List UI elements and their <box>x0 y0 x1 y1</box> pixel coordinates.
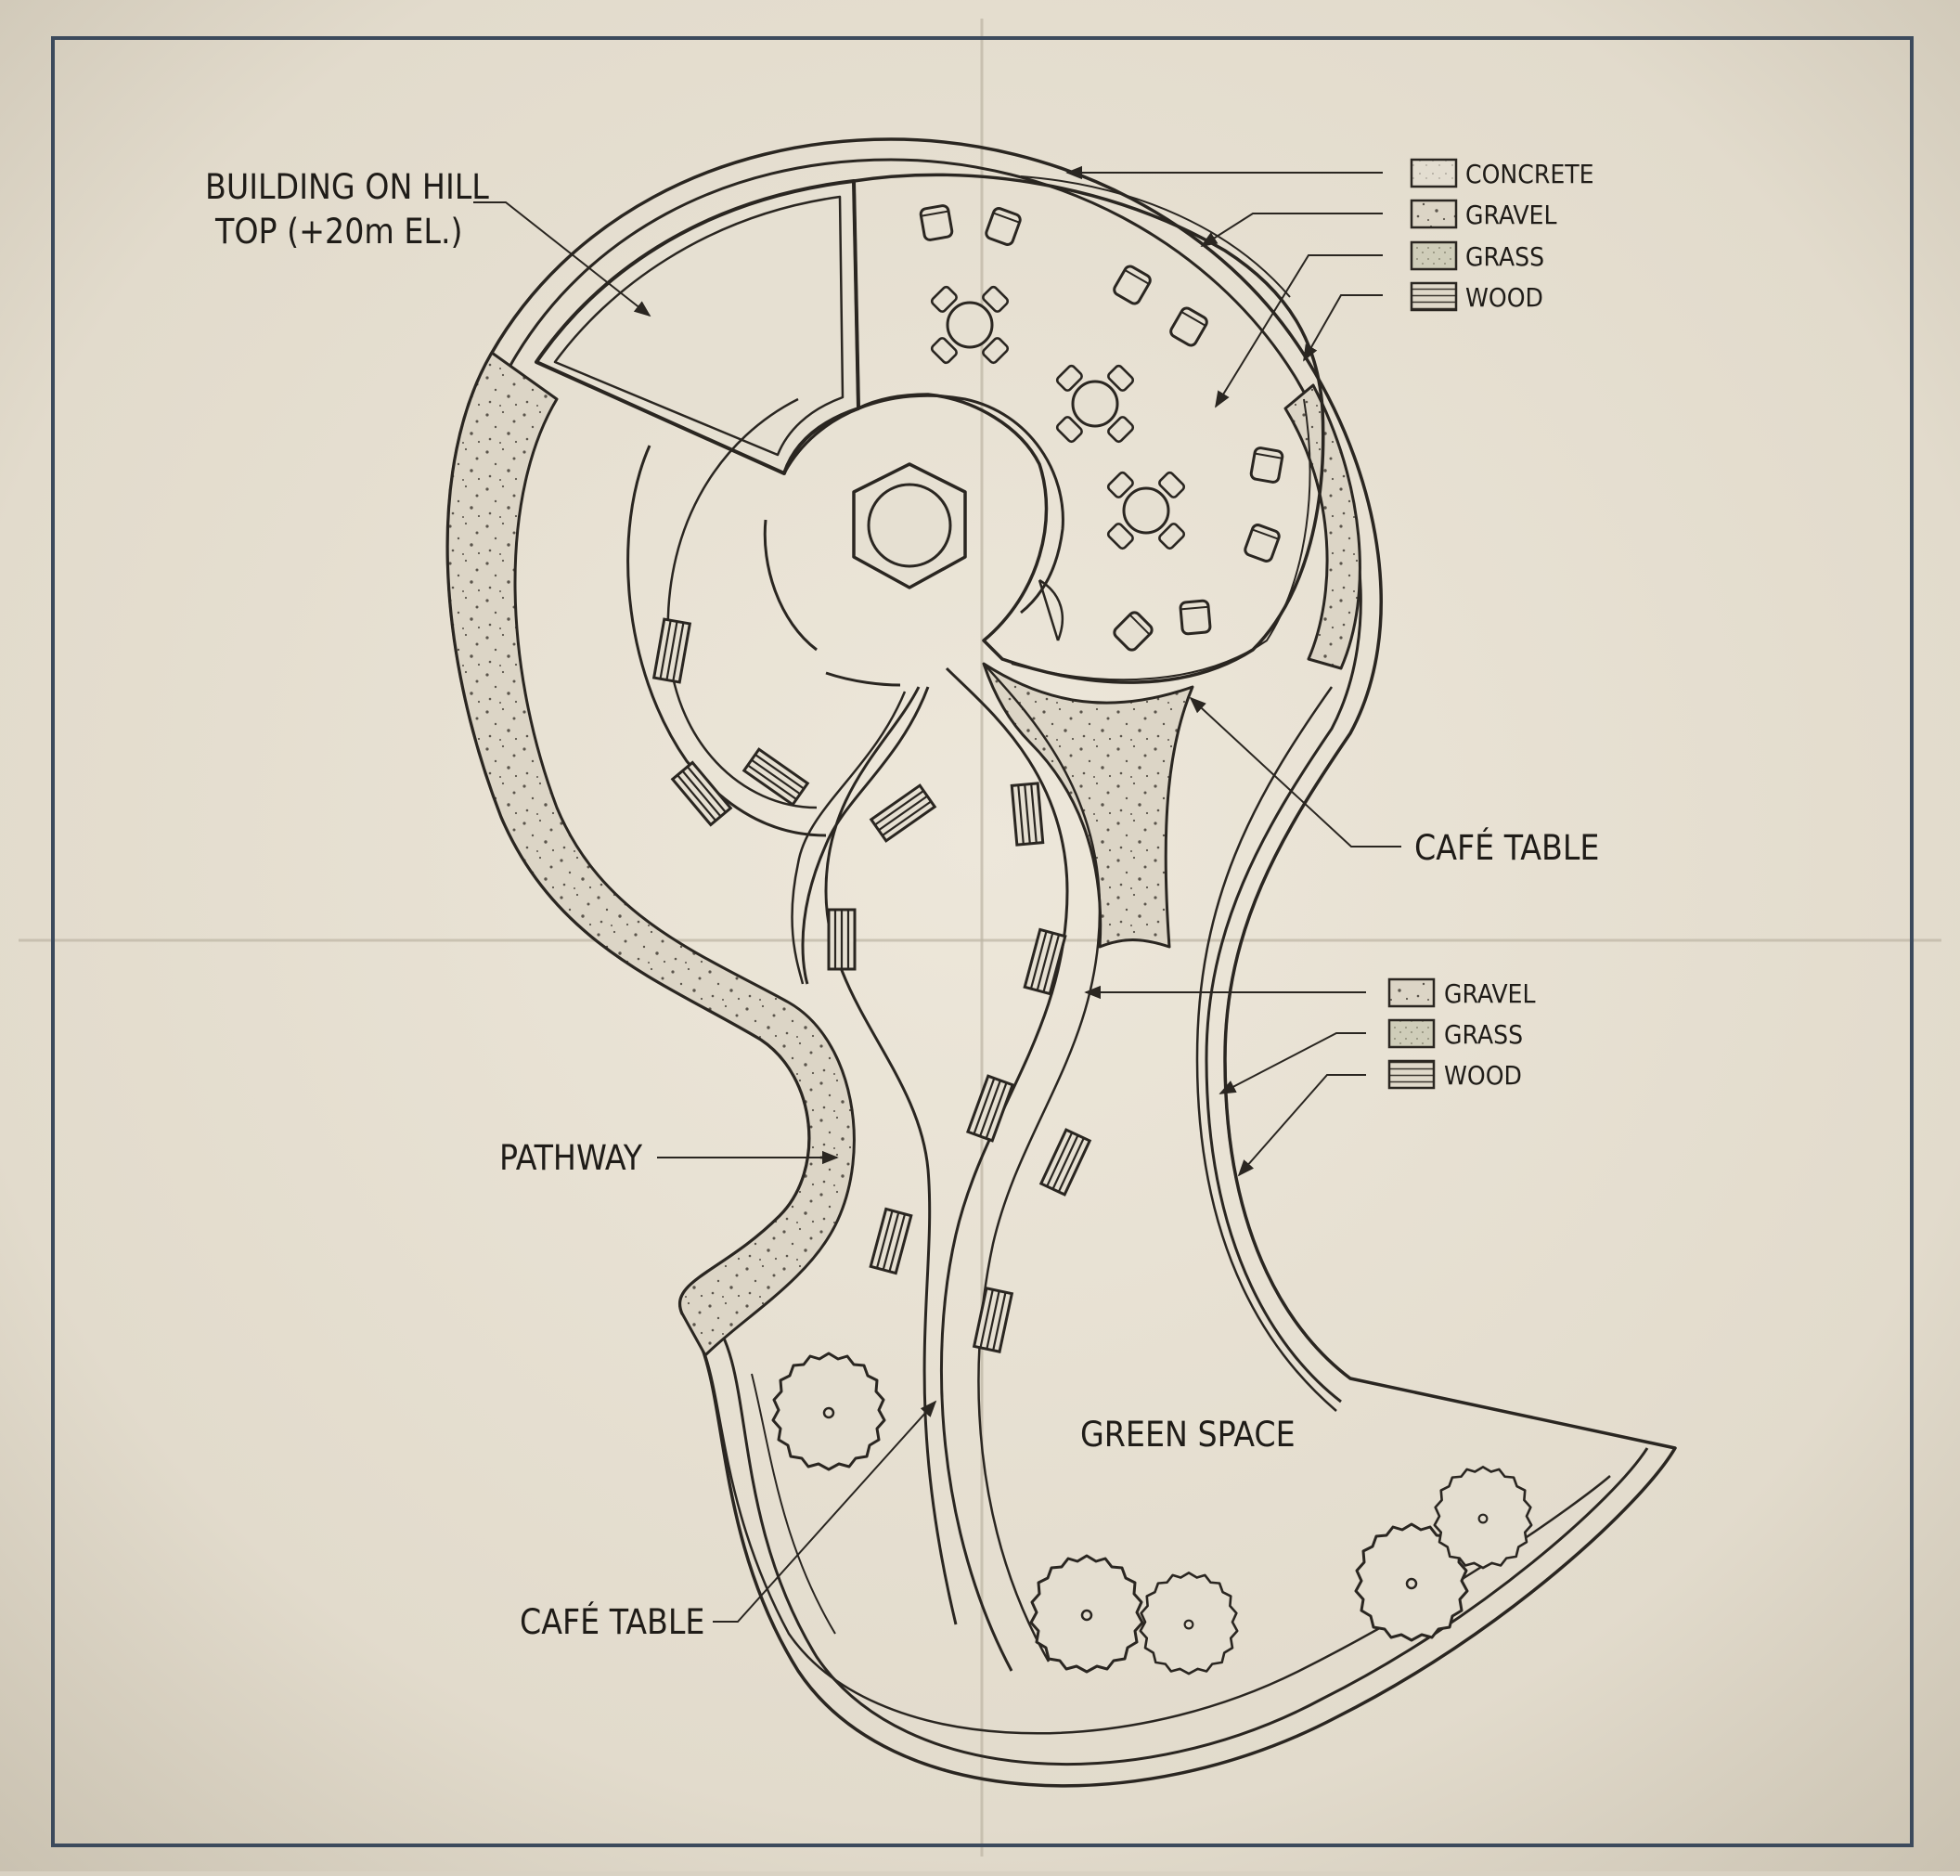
bench <box>1010 782 1045 847</box>
cafe-deck-wall <box>1011 175 1311 681</box>
legend-label-wood-bottom: WOOD <box>1444 1060 1522 1091</box>
right-wood-walk-outer <box>1223 732 1352 1380</box>
legend-label-gravel-bottom: GRAVEL <box>1444 978 1536 1009</box>
legend-label-concrete: CONCRETE <box>1465 159 1594 189</box>
inner-loop-path <box>626 445 827 837</box>
text-labels: BUILDING ON HILL TOP (+20m EL.) CONCRETE… <box>205 159 1599 1642</box>
courtyard-arc-left <box>763 519 818 652</box>
entry-door <box>1038 578 1064 641</box>
leader-cafe-upper <box>1189 696 1401 847</box>
meandering-path-edge-b <box>977 663 1102 1663</box>
pathway-divider-left <box>801 686 930 985</box>
leader-cafe-lower <box>713 1400 937 1623</box>
tail-edge-line <box>751 1373 836 1635</box>
legend-label-wood: WOOD <box>1465 282 1543 313</box>
legend-label-gravel: GRAVEL <box>1465 200 1557 230</box>
leader-wood-bottom <box>1237 1074 1366 1177</box>
legend-swatch-grass <box>1410 240 1458 271</box>
leader-grass <box>1215 254 1383 408</box>
legend-swatch-grass <box>1387 1018 1436 1049</box>
cafe-chair <box>918 203 955 242</box>
leader-lines <box>473 165 1401 1623</box>
label-green-space: GREEN SPACE <box>1080 1415 1296 1455</box>
courtyard-arc-bottom <box>825 671 901 687</box>
leader-building <box>473 201 651 317</box>
label-cafe-table-lower: CAFÉ TABLE <box>520 1601 704 1642</box>
legend-swatch-wood <box>1387 1059 1436 1090</box>
legend-swatch-concrete <box>1410 158 1458 188</box>
gravel-strip-right <box>1283 383 1361 670</box>
gravel-plaza <box>982 662 1194 949</box>
meandering-path-edge-c <box>824 686 958 1625</box>
cafe-chair <box>1179 599 1212 636</box>
cafe-chair <box>1248 446 1285 485</box>
label-cafe-table-upper: CAFÉ TABLE <box>1414 827 1599 868</box>
leader-gravel <box>1200 213 1383 247</box>
label-pathway: PATHWAY <box>499 1138 643 1178</box>
right-wood-walk-inner <box>1195 686 1337 1412</box>
site-plan <box>445 137 1677 1788</box>
legend-label-grass-bottom: GRASS <box>1444 1019 1523 1050</box>
building-wedge-inner <box>553 195 845 457</box>
legend-bottom <box>1387 977 1436 1090</box>
bench <box>827 908 857 971</box>
legend-top <box>1410 158 1458 312</box>
legend-swatch-gravel <box>1387 977 1436 1008</box>
courtyard-ring <box>782 394 1064 615</box>
leader-wood <box>1303 294 1383 362</box>
legend-swatch-wood <box>1410 281 1458 312</box>
legend-label-grass: GRASS <box>1465 241 1544 272</box>
label-building-line1: BUILDING ON HILL <box>205 167 489 207</box>
leader-grass-bottom <box>1219 1032 1366 1094</box>
drawing-frame <box>51 36 1914 1847</box>
legend-swatch-gravel <box>1410 199 1458 229</box>
label-building-line2: TOP (+20m EL.) <box>214 212 463 252</box>
hexagon-pavilion-core <box>867 483 952 568</box>
pathway-divider-left-2 <box>791 691 907 985</box>
building-wedge <box>535 179 860 475</box>
